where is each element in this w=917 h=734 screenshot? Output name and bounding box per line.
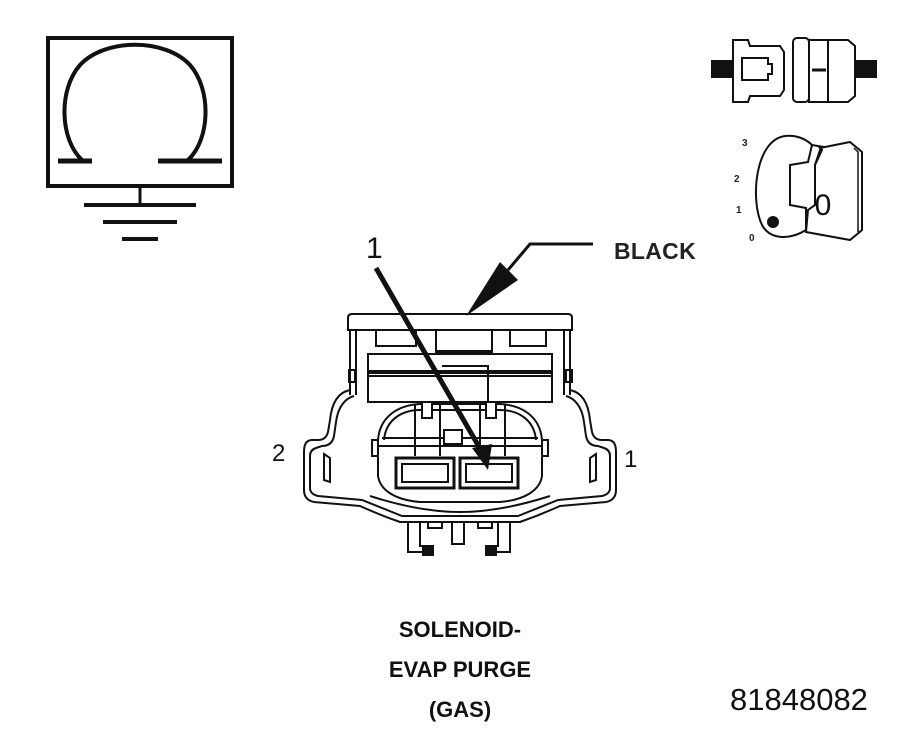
- pin-label-right: 1: [624, 446, 638, 473]
- key-position-3: 3: [742, 138, 748, 149]
- key-position-2: 2: [734, 174, 740, 185]
- callout-number: 1: [366, 232, 383, 265]
- wire-color-label: BLACK: [614, 238, 696, 264]
- key-position-0: 0: [749, 233, 755, 244]
- pin-1-callout-arrow: [373, 266, 492, 470]
- black-color-leader-arrow: [466, 242, 593, 316]
- component-caption: SOLENOID- EVAP PURGE (GAS): [330, 610, 590, 730]
- figure-id: 81848082: [730, 682, 868, 717]
- pin-label-left: 2: [272, 440, 286, 467]
- caption-line-3: (GAS): [428, 697, 492, 722]
- caption-line-2: EVAP PURGE: [388, 657, 532, 682]
- key-position-1: 1: [736, 205, 742, 216]
- caption-line-1: SOLENOID-: [398, 617, 522, 642]
- svg-text:0: 0: [815, 189, 832, 222]
